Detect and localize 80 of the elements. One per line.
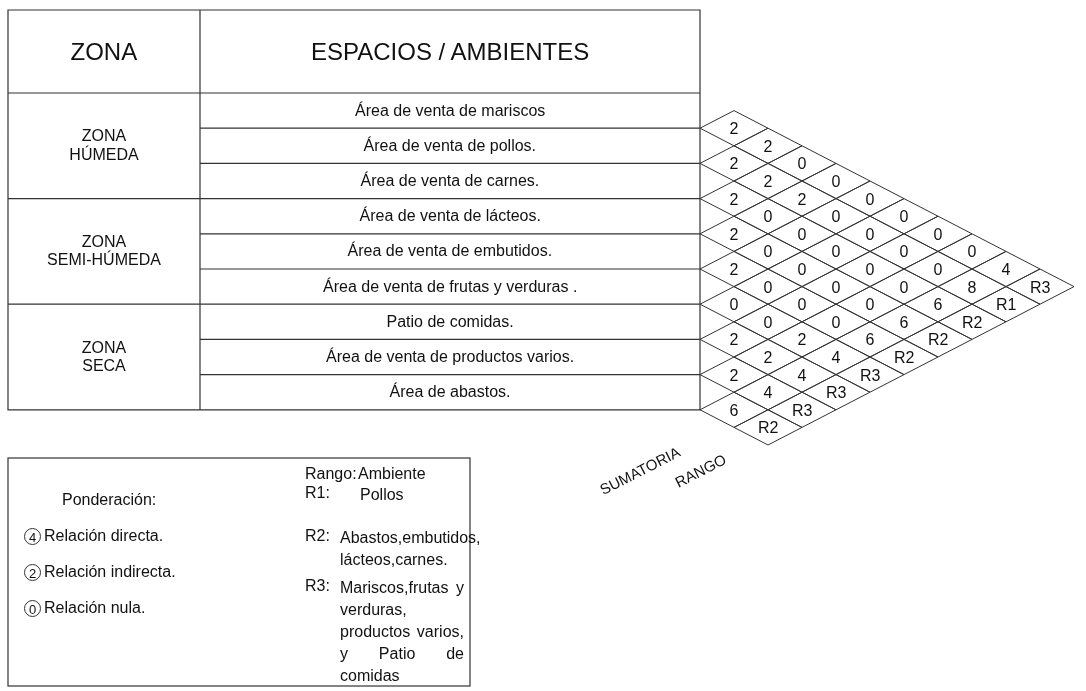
relation-value: 2 [763, 173, 773, 192]
relation-value: 0 [831, 278, 841, 297]
rank-value: R2 [962, 313, 983, 333]
space-name: Área de venta de lácteos. [359, 207, 541, 226]
sum-value: 6 [865, 331, 875, 350]
rank-value: R3 [1030, 278, 1051, 297]
legend-text: Rango: [305, 465, 357, 484]
zone-label: ZONA HÚMEDA [68, 127, 140, 165]
zone-label: ZONA SECA [80, 338, 128, 376]
relation-value: 0 [797, 261, 807, 280]
zone-label: ZONA SEMI-HÚMEDA [46, 232, 162, 270]
legend-heading: Ponderación: [62, 491, 157, 510]
relation-value: 0 [899, 243, 909, 262]
relation-value: 0 [797, 155, 807, 174]
relation-value: 0 [865, 190, 875, 209]
relation-value: 0 [831, 208, 841, 227]
relation-value: 2 [729, 261, 739, 280]
legend-text: Relación nula. [44, 599, 146, 618]
legend-text: Ambiente [358, 465, 426, 484]
rank-value: R2 [894, 349, 915, 368]
space-name: Área de venta de embutidos. [347, 242, 553, 261]
relation-value: 0 [933, 225, 943, 245]
sum-value: 6 [933, 296, 943, 315]
relation-value: 0 [763, 208, 773, 227]
space-name: Área de abastos. [389, 383, 511, 402]
rank-value: R2 [928, 331, 949, 350]
relation-value: 2 [797, 190, 807, 209]
rank-value: R3 [860, 366, 881, 385]
legend-text: Relación indirecta. [44, 563, 176, 582]
rank-label: R1: [305, 484, 330, 503]
relation-value: 2 [729, 225, 739, 245]
column-header: ZONA [70, 37, 138, 66]
relation-value: 2 [763, 137, 773, 157]
space-name: Patio de comidas. [386, 312, 514, 332]
relation-value: 2 [797, 331, 807, 350]
relation-value: 2 [729, 366, 739, 385]
relation-value: 0 [763, 243, 773, 262]
relation-value: 0 [831, 243, 841, 262]
legend-text: Relación directa. [44, 527, 164, 546]
relation-value: 0 [967, 243, 977, 262]
rank-value: R3 [826, 384, 847, 403]
sum-value: 6 [899, 313, 909, 333]
relation-value: 0 [899, 278, 909, 297]
relation-value: 0 [865, 261, 875, 280]
rank-value: R3 [792, 401, 813, 421]
legend-text: Pollos [360, 486, 404, 505]
rank-label: R2: [305, 527, 330, 546]
relation-value: 2 [729, 331, 739, 350]
relation-value: 2 [763, 349, 773, 368]
space-name: Área de venta de mariscos [355, 101, 546, 120]
relation-value: 0 [763, 313, 773, 333]
sum-value: 4 [797, 366, 807, 385]
sum-value: 8 [967, 278, 977, 297]
relation-value: 0 [933, 261, 943, 280]
legend-text: Mariscos,frutas y verduras, productos varios, y Patio de comidas [340, 578, 464, 686]
rank-value: R2 [758, 419, 779, 438]
space-name: Área de venta de productos varios. [326, 348, 575, 367]
relation-value: 0 [865, 225, 875, 245]
relation-value: 2 [729, 190, 739, 209]
relation-value: 0 [763, 278, 773, 297]
space-name: Área de venta de pollos. [363, 136, 537, 156]
relation-value: 0 [729, 296, 739, 315]
legend-text: Abastos,embutidos, lácteos,carnes. [340, 528, 482, 570]
rank-label: R3: [305, 577, 330, 596]
space-name: Área de venta de carnes. [360, 172, 540, 191]
relation-value: 0 [797, 225, 807, 245]
sum-value: 4 [831, 349, 841, 368]
relation-value: 0 [899, 208, 909, 227]
relation-value: 0 [865, 296, 875, 315]
sum-value: 4 [1001, 261, 1011, 280]
space-name: Área de venta de frutas y verduras . [323, 277, 578, 296]
relation-value: 2 [729, 155, 739, 174]
relation-value: 0 [831, 173, 841, 192]
rank-value: R1 [996, 296, 1017, 315]
relation-value: 0 [797, 296, 807, 315]
sum-value: 6 [729, 401, 739, 421]
column-header: ESPACIOS / AMBIENTES [311, 37, 590, 66]
sum-value: 4 [763, 384, 773, 403]
relation-value: 0 [831, 313, 841, 333]
relation-value: 2 [729, 120, 739, 139]
